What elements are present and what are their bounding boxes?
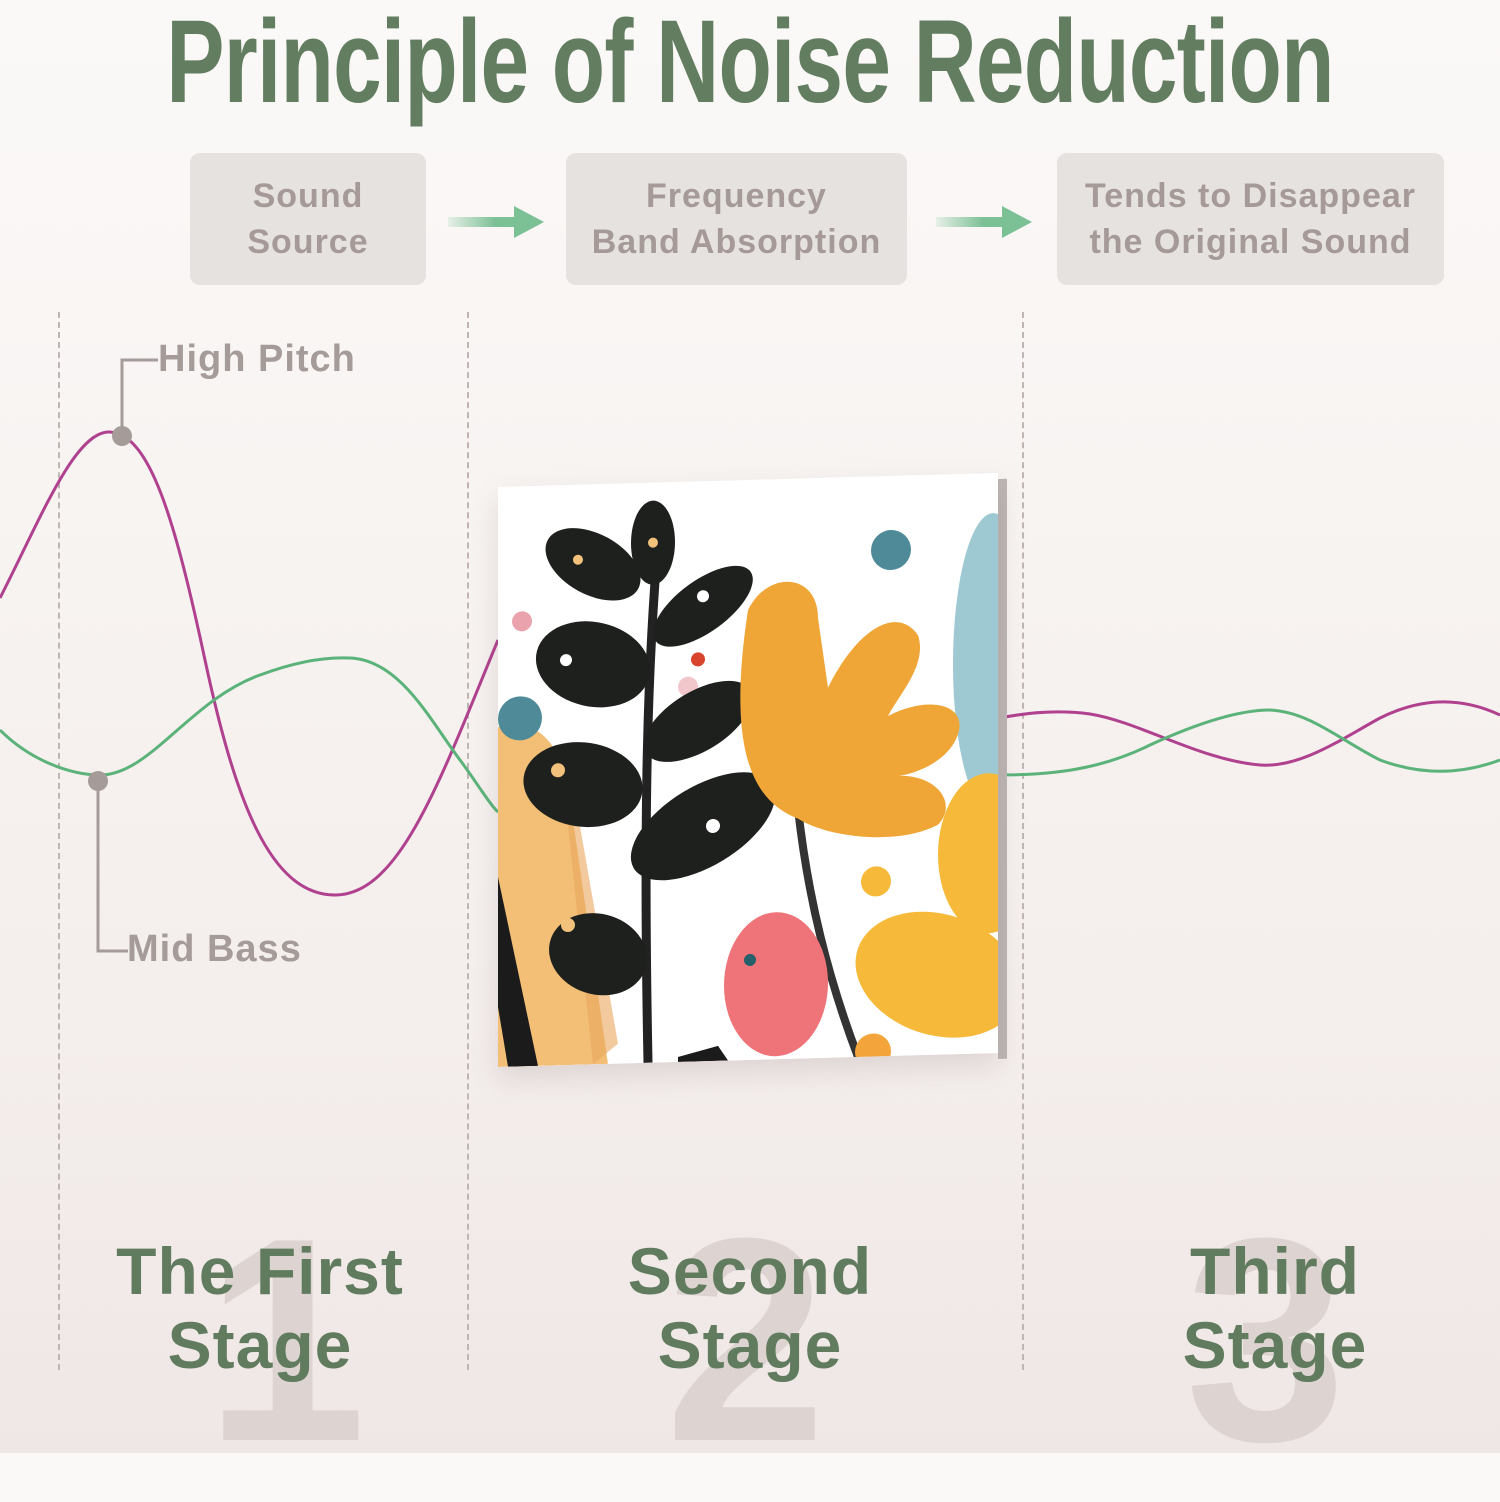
sound-waves [0,358,1500,953]
mid-bass-wave [0,656,500,814]
step-label: Frequency Band Absorption [591,177,882,261]
step-label: Tends to Disappear the Original Sound [1085,177,1416,261]
stage-divider [467,312,469,1370]
stage-divider [58,312,60,1370]
panel-artwork [498,473,998,1067]
high-pitch-wave-reduced [999,700,1500,767]
panel-edge [998,478,1007,1060]
high-pitch-label: High Pitch [158,338,356,380]
high-pitch-wave [0,430,500,897]
stage-label-text: Second Stage [627,1234,873,1382]
mid-bass-marker [88,771,108,791]
stage-divider [1022,312,1024,1370]
step-label: Sound Source [247,177,369,261]
mid-bass-label: Mid Bass [127,928,302,970]
stage-number-1: 1 [205,1178,367,1502]
stage-label-second: Second Stage [590,1234,910,1382]
step-sound-source: Sound Source [190,153,426,285]
step-frequency-band-absorption: Frequency Band Absorption [566,153,907,285]
page-title: Principle of Noise Reduction [166,0,1334,128]
step-disappear-original-sound: Tends to Disappear the Original Sound [1057,153,1444,285]
arrow-right-icon [936,206,1032,238]
stage-label-text: The First Stage [116,1234,404,1382]
high-pitch-marker [112,426,132,446]
stage-label-first: The First Stage [90,1234,430,1382]
floral-art-icon [498,473,998,1067]
stage-label-third: Third Stage [1115,1234,1435,1382]
acoustic-panel [498,473,1007,1067]
arrow-right-icon [448,206,544,238]
stage-number-3: 3 [1185,1178,1347,1502]
mid-bass-wave-reduced [999,708,1500,777]
stage-number-2: 2 [665,1178,827,1502]
stage-label-text: Third Stage [1182,1234,1368,1382]
